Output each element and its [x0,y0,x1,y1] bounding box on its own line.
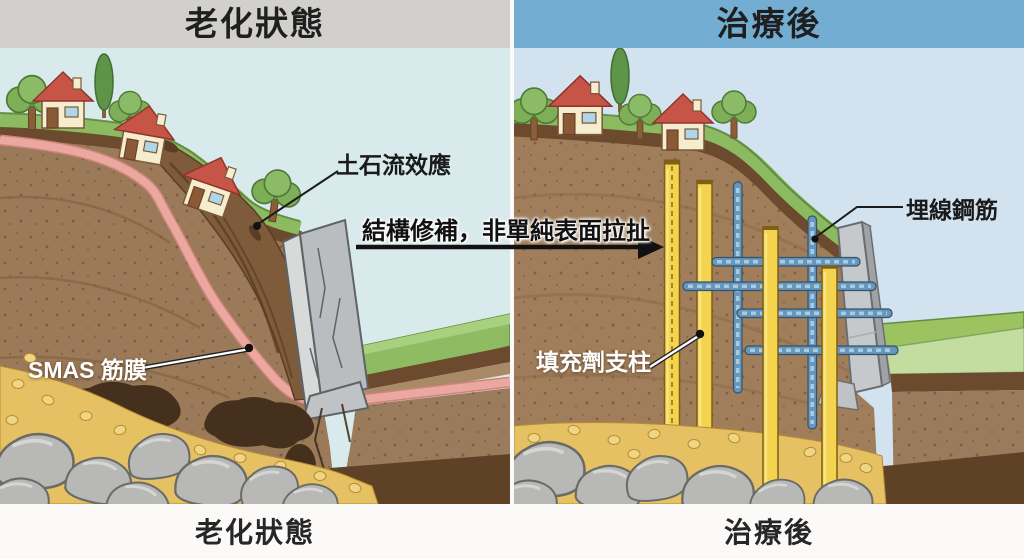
right-panel-header: 治療後 [514,0,1024,48]
left-panel-caption: 老化狀態 [194,517,315,548]
embedded-rebar-label: 埋線鋼筋 [906,197,998,223]
smas-fascia-label: SMAS 筋膜 [28,357,147,383]
filler-pillar-label: 填充劑支柱 [536,349,651,375]
treated-state-illustration [514,48,1024,504]
right-panel-caption: 治療後 [723,517,814,548]
transition-arrow-text: 結構修補，非單純表面拉扯 [362,218,650,245]
debris-flow-label: 土石流效應 [336,152,451,178]
aged-state-illustration [0,48,510,504]
deep-soil-band-left [330,454,510,504]
left-panel-header: 老化狀態 [0,0,510,48]
deep-soil-band-right [864,452,1024,504]
filler-pillars-back [665,162,713,500]
cracked-wall [281,218,370,422]
